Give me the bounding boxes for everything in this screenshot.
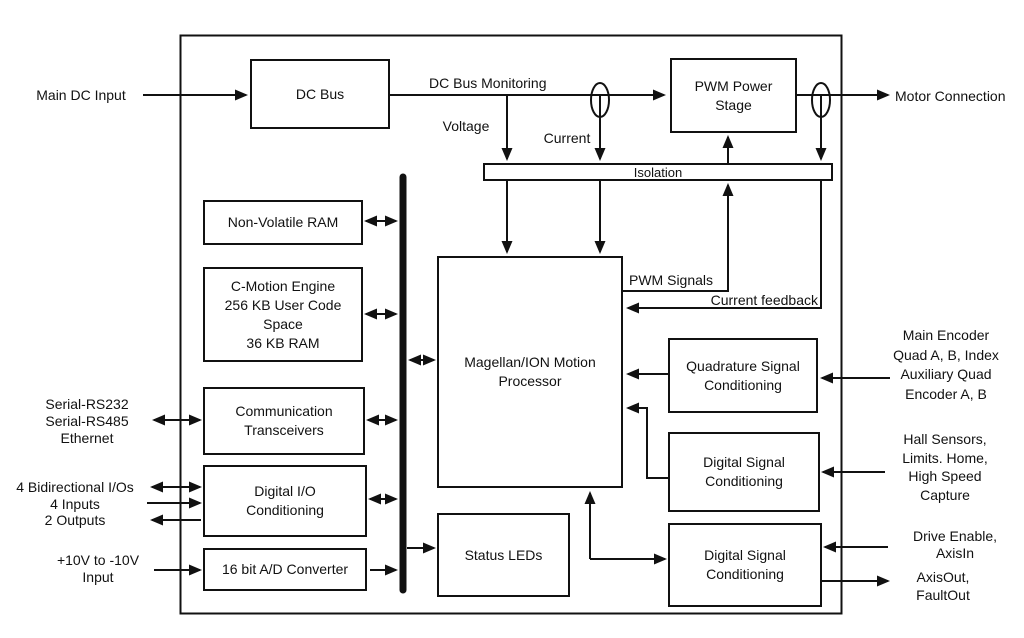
block-status-leds: Status LEDs [437, 513, 570, 597]
block-comm-transceivers: Communication Transceivers [203, 387, 365, 455]
label-motor-connection: Motor Connection [895, 88, 1006, 104]
block-digital-signal-conditioning-bottom: Digital Signal Conditioning [668, 523, 822, 607]
label-drive-enable: Drive Enable, AxisIn [912, 528, 998, 561]
label-hall-sensors: Hall Sensors, Limits. Home, High Speed C… [902, 431, 988, 503]
label-main-dc-input: Main DC Input [36, 87, 126, 103]
label-main-encoder: Main Encoder Quad A, B, Index Auxiliary … [893, 327, 999, 402]
block-c-motion-engine: C-Motion Engine 256 KB User Code Space 3… [203, 267, 363, 362]
label-axis-out: AxisOut, FaultOut [916, 569, 970, 603]
wire-dsc-mid-to-processor [626, 402, 668, 479]
block-adc: 16 bit A/D Converter [203, 548, 367, 591]
block-isolation: Isolation [483, 163, 833, 181]
label-current: Current [543, 130, 591, 146]
block-digital-signal-conditioning-mid: Digital Signal Conditioning [668, 432, 820, 512]
wire-pwm-signals [623, 183, 734, 292]
block-pwm-power-stage: PWM Power Stage [670, 58, 797, 133]
label-analog-input: +10V to -10V Input [56, 552, 140, 585]
label-dc-bus-monitoring: DC Bus Monitoring [429, 75, 547, 91]
label-digital-ports: 4 Bidirectional I/Os 4 Inputs 2 Outputs [16, 479, 134, 528]
block-dc-bus: DC Bus [250, 59, 390, 129]
block-quadrature-signal-conditioning: Quadrature Signal Conditioning [668, 338, 818, 413]
block-digital-io-conditioning: Digital I/O Conditioning [203, 465, 367, 537]
label-serial-ports: Serial-RS232 Serial-RS485 Ethernet [45, 396, 129, 446]
block-non-volatile-ram: Non-Volatile RAM [203, 200, 363, 245]
device-enclosure-outline [179, 34, 843, 615]
label-pwm-signals: PWM Signals [629, 272, 714, 288]
wire-current-feedback [626, 181, 822, 314]
label-current-feedback: Current feedback [710, 292, 818, 308]
block-motion-processor: Magellan/ION Motion Processor [437, 256, 623, 488]
label-voltage: Voltage [442, 118, 490, 134]
